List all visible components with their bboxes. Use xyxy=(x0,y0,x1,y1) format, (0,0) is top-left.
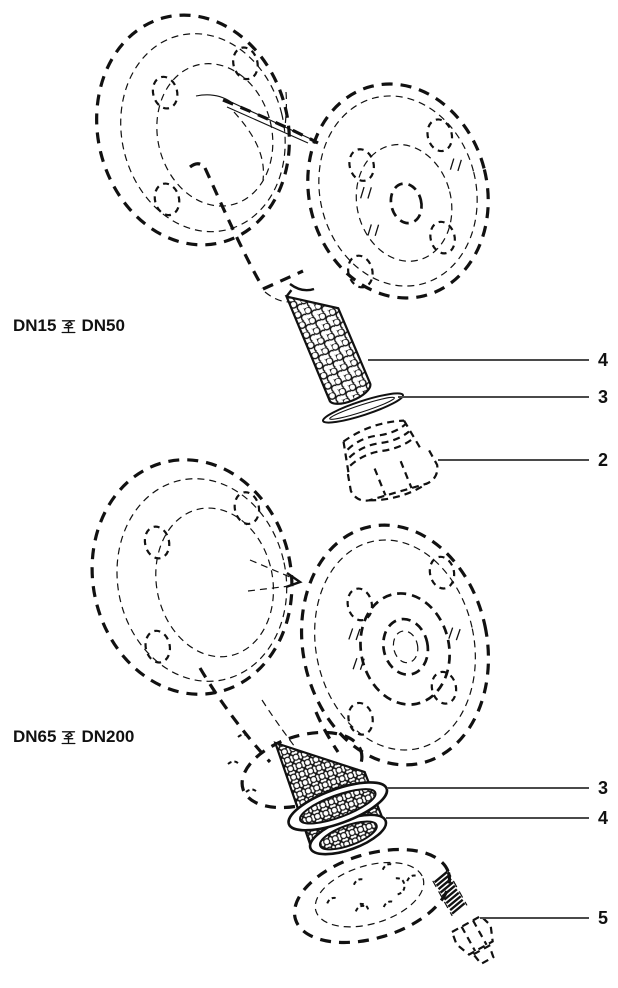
callout-screw-cap-small: 2 xyxy=(438,451,608,469)
small-strainer-right-flange xyxy=(306,82,490,300)
leader-line xyxy=(386,817,589,819)
callout-number: 5 xyxy=(597,908,608,928)
leader-line xyxy=(438,459,589,461)
size-range-to: DN200 xyxy=(81,727,135,746)
leader-line xyxy=(480,917,589,919)
callout-screen-small: 4 xyxy=(368,351,608,369)
small-strainer-left-flange xyxy=(95,13,291,247)
callout-gasket-small: 3 xyxy=(398,388,608,406)
size-range-label-small: DN15 至 DN50 xyxy=(13,316,125,336)
size-range-label-large: DN65 至 DN200 xyxy=(13,727,134,747)
callout-number: 4 xyxy=(597,808,608,828)
large-strainer-cover-flange xyxy=(292,847,452,945)
large-strainer-right-flange xyxy=(299,523,491,767)
small-strainer-screw-cap-part2 xyxy=(342,419,439,502)
size-range-from: DN65 xyxy=(13,727,57,746)
zhi-character-icon xyxy=(61,730,76,744)
callout-screen-large: 4 xyxy=(386,809,608,827)
callout-number: 3 xyxy=(597,387,608,407)
callout-number: 4 xyxy=(597,350,608,370)
leader-line xyxy=(368,359,589,361)
size-range-from: DN15 xyxy=(13,316,57,335)
callout-number: 3 xyxy=(597,778,608,798)
small-strainer-screen-part4 xyxy=(284,289,372,405)
small-strainer-gasket-part3 xyxy=(321,392,405,424)
callout-gasket-large: 3 xyxy=(387,779,608,797)
zhi-character-icon xyxy=(61,319,76,333)
callout-bolt-large: 5 xyxy=(480,909,608,927)
callout-number: 2 xyxy=(597,450,608,470)
large-strainer-left-flange xyxy=(90,458,294,696)
large-strainer-gasket-ring-part3 xyxy=(287,781,389,832)
small-strainer-body-neck xyxy=(189,91,319,303)
leader-line xyxy=(387,787,589,789)
large-strainer-cover-bolt-part5 xyxy=(432,870,495,966)
leader-line xyxy=(398,396,589,398)
size-range-to: DN50 xyxy=(81,316,125,335)
